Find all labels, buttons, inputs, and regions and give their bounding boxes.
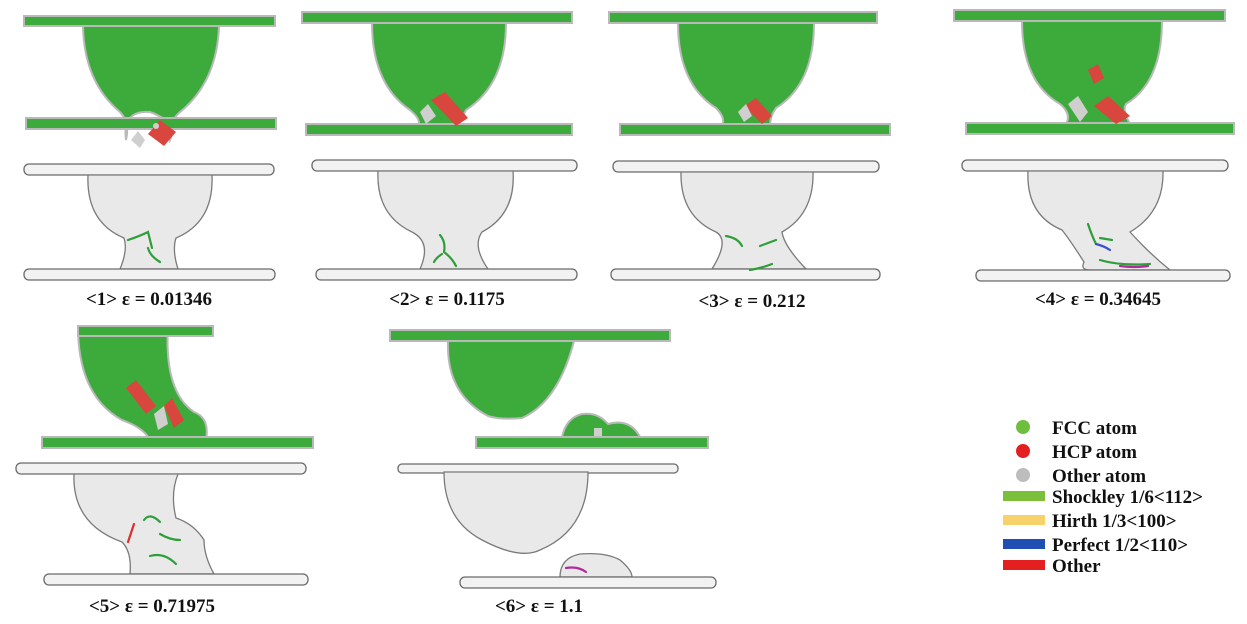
panel-2-atom-view [301,11,573,136]
legend-item-shockley: Shockley 1/6<112> [1003,487,1203,508]
panel-1: <1> ε = 0.01346 [23,15,277,310]
other-atom-dot-icon [1016,468,1030,482]
hcp-dot-icon [1016,444,1030,458]
panel-6-dislocation-view [397,463,717,589]
legend-label-other-atom: Other atom [1052,466,1146,487]
panel-1-dislocation-view [23,163,276,281]
panel-4: <4> ε = 0.34645 [953,9,1235,310]
legend-item-hcp: HCP atom [1016,442,1137,463]
panel-3-caption: <3> ε = 0.212 [698,291,805,312]
shockley-bar-icon [1003,491,1045,501]
panel-4-caption: <4> ε = 0.34645 [1035,289,1161,310]
panel-1-caption: <1> ε = 0.01346 [86,289,212,310]
legend-label-fcc: FCC atom [1052,418,1137,439]
panel-3-atom-view [608,11,891,136]
legend-item-other: Other [1003,556,1101,577]
panel-5-dislocation-view [15,462,309,586]
legend-item-other-atom: Other atom [1016,466,1146,487]
hirth-bar-icon [1003,515,1045,525]
panel-2-caption: <2> ε = 0.1175 [389,289,505,310]
panel-3: <3> ε = 0.212 [608,11,891,312]
other-bar-icon [1003,560,1045,570]
panel-6-atom-view [389,329,709,449]
panel-1-atom-view [23,15,277,148]
legend-item-fcc: FCC atom [1016,418,1137,439]
legend-label-perfect: Perfect 1/2<110> [1052,535,1188,556]
panel-2: <2> ε = 0.1175 [301,11,578,310]
legend: FCC atom HCP atom Other atom Shockley 1/… [1003,418,1203,577]
legend-label-other: Other [1052,556,1101,577]
legend-item-perfect: Perfect 1/2<110> [1003,535,1188,556]
legend-label-hirth: Hirth 1/3<100> [1052,511,1177,532]
fcc-dot-icon [1016,420,1030,434]
legend-label-hcp: HCP atom [1052,442,1137,463]
perfect-bar-icon [1003,539,1045,549]
panel-6: <6> ε = 1.1 [389,329,717,617]
panel-5-atom-view [41,325,314,449]
panel-4-dislocation-view [961,159,1231,282]
panel-5-caption: <5> ε = 0.71975 [89,596,215,617]
legend-item-hirth: Hirth 1/3<100> [1003,511,1177,532]
panel-3-dislocation-view [610,160,881,281]
panel-2-dislocation-view [311,159,578,281]
panel-6-caption: <6> ε = 1.1 [495,596,583,617]
legend-label-shockley: Shockley 1/6<112> [1052,487,1203,508]
panel-5: <5> ε = 0.71975 [15,325,314,617]
panel-4-atom-view [953,9,1235,135]
